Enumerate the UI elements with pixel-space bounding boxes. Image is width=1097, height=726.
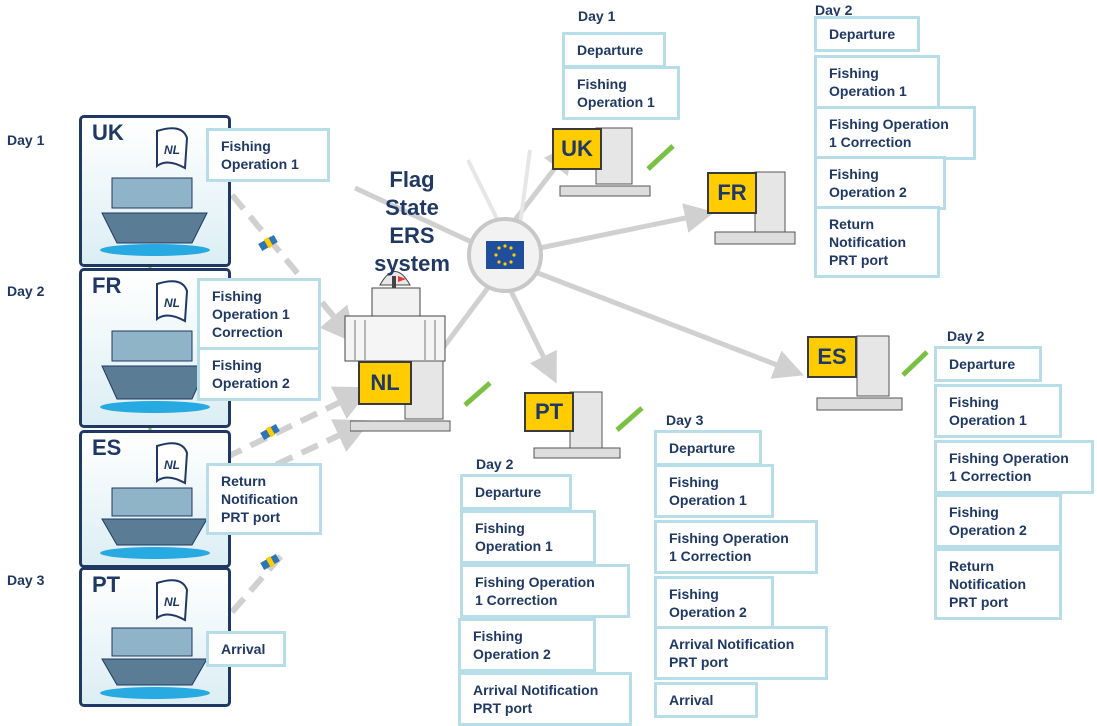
day-label: Day 2 (476, 456, 514, 472)
es-message-box: Fishing Operation 1 (934, 384, 1062, 438)
day-label: Day 3 (666, 412, 704, 428)
svg-text:NL: NL (164, 595, 180, 609)
station-code: UK (552, 128, 602, 170)
uk-message-box: Fishing Operation 1 (562, 66, 680, 120)
station-code: FR (707, 172, 757, 214)
computer-icon (816, 335, 929, 411)
hub-spoke-top2 (518, 149, 532, 226)
vessel-message-box: Arrival (206, 631, 286, 667)
svg-text:NL: NL (164, 458, 180, 472)
eu-stars-icon (494, 244, 516, 266)
hub-spoke-to-pt (505, 283, 557, 384)
fishing-vessel-icon: NL (100, 579, 210, 699)
vessel-message-box: Fishing Operation 1 Correction (197, 278, 321, 350)
es-message-box: Fishing Operation 2 (934, 494, 1062, 548)
station-code: ES (807, 336, 857, 378)
fr-message-box: Return Notification PRT port (814, 206, 940, 278)
fishing-vessel-icon: NL (100, 127, 210, 256)
vessel-uk-to-hub-arrow (229, 193, 357, 344)
computer-icon (559, 127, 675, 197)
coastal-station-fr: FR (705, 168, 815, 253)
fr-message-box: Fishing Operation 1 (814, 55, 940, 109)
coastal-station-uk: UK (548, 124, 688, 204)
pt-message-box: Departure (460, 474, 572, 510)
flag-state-title: Flag State ERS system (374, 167, 450, 276)
vessel-message-box: Fishing Operation 1 (206, 128, 330, 182)
flag-state-computer: NL (350, 355, 500, 435)
station-code: NL (358, 361, 412, 405)
vessel-country-code: UK (92, 120, 124, 145)
pt-message-box: Fishing Operation 1 Correction (460, 564, 630, 618)
vessel-country-code: ES (92, 435, 122, 460)
svg-text:NL: NL (164, 296, 180, 310)
satellite-icon (260, 554, 280, 570)
svg-text:NL: NL (164, 143, 180, 157)
fishing-vessel-icon: NL (100, 442, 210, 559)
vessel-message-box: Return Notification PRT port (206, 463, 322, 535)
pt-message-box: Arrival (654, 682, 758, 718)
uk-message-box: Departure (562, 32, 666, 68)
hub-spoke-top (466, 159, 502, 226)
fr-message-box: Departure (814, 16, 920, 52)
computer-icon (533, 391, 644, 459)
computer-icon (714, 171, 796, 245)
vessel-message-box: Fishing Operation 2 (197, 347, 321, 401)
day-label: Day 3 (7, 572, 45, 588)
fr-message-box: Fishing Operation 2 (814, 156, 946, 210)
coastal-station-pt: PT (522, 388, 662, 468)
satellite-icon (260, 424, 280, 440)
vessel-panel-es: ES NL (79, 430, 231, 568)
day-label: Day 2 (947, 328, 985, 344)
pt-message-box: Fishing Operation 1 Correction (654, 520, 818, 574)
station-code: PT (524, 392, 574, 432)
vessel-panel-uk: UK NL (79, 115, 231, 267)
pt-message-box: Fishing Operation 2 (458, 618, 596, 672)
es-message-box: Departure (934, 346, 1042, 382)
vessel-country-code: FR (92, 273, 122, 298)
es-message-box: Return Notification PRT port (934, 548, 1062, 620)
coastal-station-es: ES (805, 330, 930, 420)
day-label: Day 1 (7, 132, 45, 148)
pt-message-box: Fishing Operation 2 (654, 576, 774, 630)
es-message-box: Fishing Operation 1 Correction (934, 440, 1094, 494)
vessel-country-code: PT (92, 572, 121, 597)
vessel-panel-pt: PT NL (79, 567, 231, 707)
pt-message-box: Fishing Operation 1 (460, 510, 596, 564)
satellite-icon (258, 235, 278, 251)
day-label: Day 2 (7, 283, 45, 299)
pt-message-box: Departure (654, 430, 762, 466)
day-label: Day 1 (578, 8, 616, 24)
capitol-building-icon (344, 271, 446, 362)
hub-spoke-to-es (529, 267, 805, 379)
pt-message-box: Fishing Operation 1 (654, 464, 774, 518)
pt-message-box: Arrival Notification PRT port (654, 626, 828, 680)
hub-spoke-to-nl (437, 283, 493, 354)
fishing-vessel-icon: NL (100, 280, 210, 413)
hub-spoke-in (353, 185, 480, 248)
hub-spoke-to-fr (529, 203, 715, 253)
day-label: Day 2 (815, 2, 853, 18)
pt-message-box: Arrival Notification PRT port (458, 672, 632, 726)
fr-message-box: Fishing Operation 1 Correction (814, 106, 976, 160)
